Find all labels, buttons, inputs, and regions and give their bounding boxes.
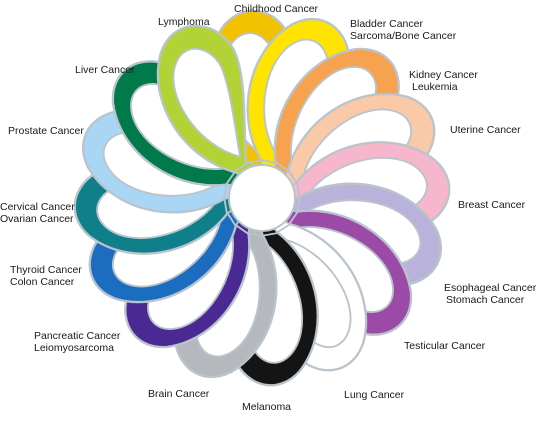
ribbon-loop-hole [172,47,242,159]
label-breast: Breast Cancer [458,199,526,211]
label-brain: Brain Cancer [148,388,210,400]
label-liver: Liver Cancer [75,64,135,76]
label-testicular: Testicular Cancer [404,340,486,352]
label-esophageal-stomach: Esophageal Cancer Stomach Cancer [444,282,537,306]
label-melanoma: Melanoma [242,401,292,413]
label-bladder-sarcoma: Bladder Cancer Sarcoma/Bone Cancer [350,18,457,42]
center-hole [228,164,296,232]
label-lung: Lung Cancer [344,389,405,401]
label-kidney-leukemia: Kidney Cancer Leukemia [409,69,478,93]
label-cervical-ovarian: Cervical Cancer Ovarian Cancer [0,201,75,225]
label-prostate: Prostate Cancer [8,125,84,137]
label-childhood: Childhood Cancer [234,3,319,15]
label-uterine: Uterine Cancer [450,124,521,136]
label-pancreatic-leiomyosarcoma: Pancreatic Cancer Leiomyosarcoma [34,330,121,354]
label-lymphoma: Lymphoma [158,16,210,28]
label-thyroid-colon: Thyroid Cancer Colon Cancer [10,264,82,288]
